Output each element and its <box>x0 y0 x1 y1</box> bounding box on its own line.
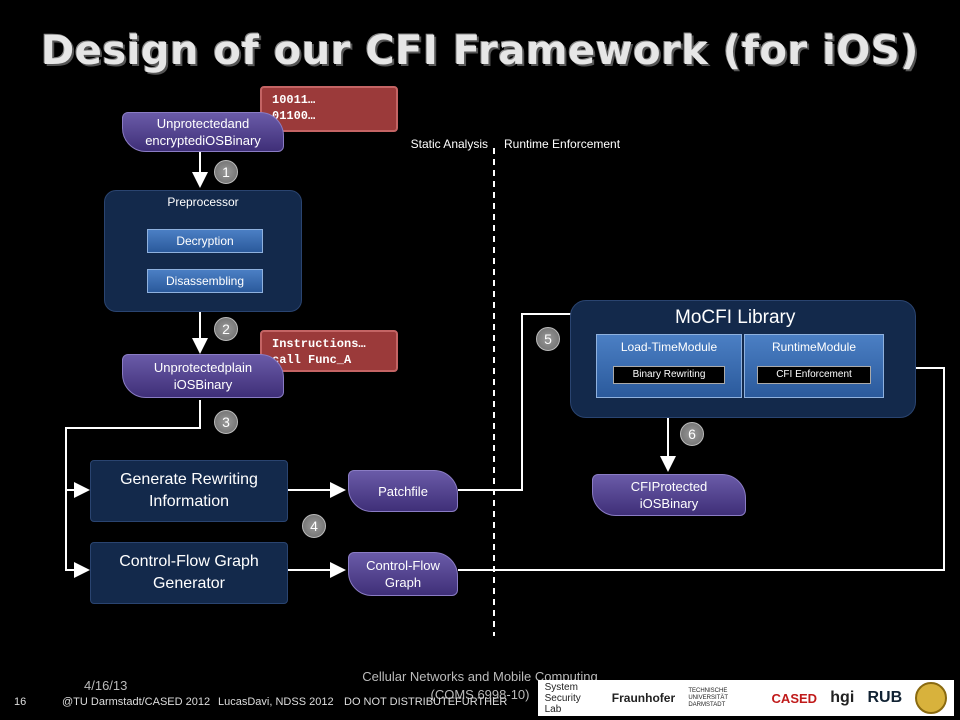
doc-label: Unprotectedand <box>156 116 250 131</box>
rub-logo: RUB <box>867 689 903 706</box>
footer-notice: DO NOT DISTRIBUTEFURTHER <box>344 696 508 708</box>
footer-date: 4/16/13 <box>84 678 128 693</box>
instructions-code-snippet: Instructions… call Func_A <box>260 330 398 372</box>
generate-rewriting-box: Generate Rewriting Information <box>90 460 288 522</box>
box-label: Generate Rewriting <box>120 471 258 488</box>
code-line: 10011… <box>272 93 316 107</box>
footer-org: @TU Darmstadt/CASED 2012 <box>62 696 211 708</box>
cfi-enforcement-block: CFI Enforcement <box>757 366 871 384</box>
footer-author: LucasDavi, NDSS 2012 <box>218 696 334 708</box>
code-line: 01100… <box>272 109 316 123</box>
doc-label: CFIProtected <box>630 479 708 494</box>
cfi-protected-doc: CFIProtected iOSBinary <box>592 474 746 516</box>
module-label: Load-TimeModule <box>620 340 718 354</box>
logo-strip: System Security Lab Fraunhofer TECHNISCH… <box>538 680 954 716</box>
footer-slide-number: 16 <box>14 696 27 708</box>
cfg-doc: Control-Flow Graph <box>348 552 458 596</box>
doc-label: iOSBinary <box>173 377 233 392</box>
step-1-badge: 1 <box>214 160 238 184</box>
step-6-badge: 6 <box>680 422 704 446</box>
box-label: Information <box>148 493 230 510</box>
code-line: call Func_A <box>272 353 352 367</box>
step-5-badge: 5 <box>536 327 560 351</box>
decryption-step: Decryption <box>147 229 263 253</box>
patchfile-doc: Patchfile <box>348 470 458 512</box>
doc-label: Control-Flow <box>366 558 440 573</box>
static-analysis-label: Static Analysis <box>410 137 488 151</box>
university-seal-icon <box>915 682 948 714</box>
course-line: (COMS 6998-10) <box>430 687 530 702</box>
cfg-generator-box: Control-Flow Graph Generator <box>90 542 288 604</box>
code-line: Instructions… <box>272 337 366 351</box>
binary-rewriting-block: Binary Rewriting <box>613 366 725 384</box>
doc-label: iOSBinary <box>639 496 699 511</box>
fraunhofer-logo: Fraunhofer <box>611 691 676 705</box>
step-3-badge: 3 <box>214 410 238 434</box>
box-label: Control-Flow Graph <box>119 553 259 570</box>
doc-label: Unprotectedplain <box>153 360 253 375</box>
runtime-module: RuntimeModule CFI Enforcement <box>744 334 884 398</box>
mocfi-title: MoCFI Library <box>675 307 796 328</box>
encrypted-binary-doc: Unprotectedand encryptediOSBinary <box>122 112 284 152</box>
runtime-enforcement-label: Runtime Enforcement <box>504 137 621 151</box>
load-time-module: Load-TimeModule Binary Rewriting <box>596 334 742 398</box>
box-label: Generator <box>152 575 226 592</box>
preprocessor-label: Preprocessor <box>167 195 239 209</box>
binary-code-snippet: 10011… 01100… <box>260 86 398 132</box>
step-4-badge: 4 <box>302 514 326 538</box>
hgi-logo: hgi <box>830 689 855 706</box>
cased-logo: CASED <box>771 690 818 706</box>
module-label: RuntimeModule <box>771 340 857 354</box>
doc-label: encryptediOSBinary <box>145 133 261 148</box>
disassembling-step: Disassembling <box>147 269 263 293</box>
slide-title: Design of our CFI Framework (for iOS) <box>41 28 919 74</box>
doc-label: Graph <box>384 575 422 590</box>
system-security-lab-logo: System Security Lab <box>544 681 581 715</box>
plain-binary-doc: Unprotectedplain iOSBinary <box>122 354 284 398</box>
doc-label: Patchfile <box>378 483 428 499</box>
step-2-badge: 2 <box>214 317 238 341</box>
preprocessor-box: Preprocessor Decryption Disassembling <box>104 190 302 312</box>
tu-darmstadt-logo: TECHNISCHE UNIVERSITÄT DARMSTADT <box>688 687 728 708</box>
